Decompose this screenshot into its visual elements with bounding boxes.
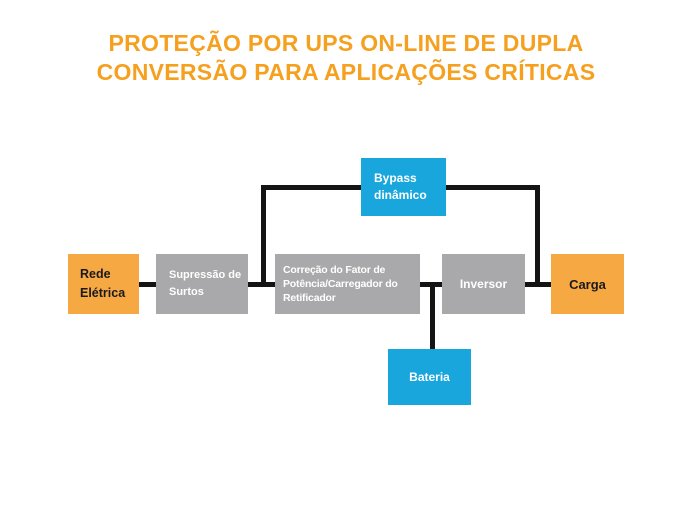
node-correcao-fator-potencia: Correção do Fator de Potência/Carregador… xyxy=(275,254,420,314)
node-inversor: Inversor xyxy=(442,254,525,314)
node-carga: Carga xyxy=(551,254,624,314)
page-title: PROTEÇÃO POR UPS ON-LINE DE DUPLA CONVER… xyxy=(0,29,692,87)
connector-bypass-left-vertical xyxy=(261,185,266,287)
node-bypass-label: Bypass xyxy=(374,171,417,185)
node-bateria: Bateria xyxy=(388,349,471,405)
node-rede-eletrica: Rede Elétrica xyxy=(68,254,139,314)
node-inversor-label: Inversor xyxy=(459,277,508,291)
node-bypass-dinamico: Bypass dinâmico xyxy=(361,158,446,216)
node-correcao-label: Correção do Fator de xyxy=(283,264,386,276)
node-bateria-label: Bateria xyxy=(409,370,450,384)
connector-rede-to-supressao xyxy=(139,282,156,287)
node-bypass-label: dinâmico xyxy=(374,188,427,202)
connector-supressao-to-correcao xyxy=(248,282,275,287)
node-carga-label: Carga xyxy=(569,276,606,292)
page-title-line-2: CONVERSÃO PARA APLICAÇÕES CRÍTICAS xyxy=(96,59,596,85)
connector-bypass-right-vertical xyxy=(535,185,540,287)
node-correcao-label: Potência/Carregador do xyxy=(283,278,398,290)
node-rede-eletrica-label: Rede xyxy=(80,267,111,281)
node-supressao-label: Surtos xyxy=(169,286,204,298)
node-supressao-de-surtos: Supressão de Surtos xyxy=(156,254,248,314)
node-rede-eletrica-label: Elétrica xyxy=(80,286,126,300)
node-supressao-label: Supressão de xyxy=(169,269,242,281)
connector-correcao-to-inversor xyxy=(420,282,442,287)
connector-inversor-to-carga xyxy=(525,282,551,287)
page-title-line-1: PROTEÇÃO POR UPS ON-LINE DE DUPLA xyxy=(108,30,584,56)
connector-battery-vertical xyxy=(430,285,435,349)
node-correcao-label: Retificador xyxy=(283,292,336,304)
